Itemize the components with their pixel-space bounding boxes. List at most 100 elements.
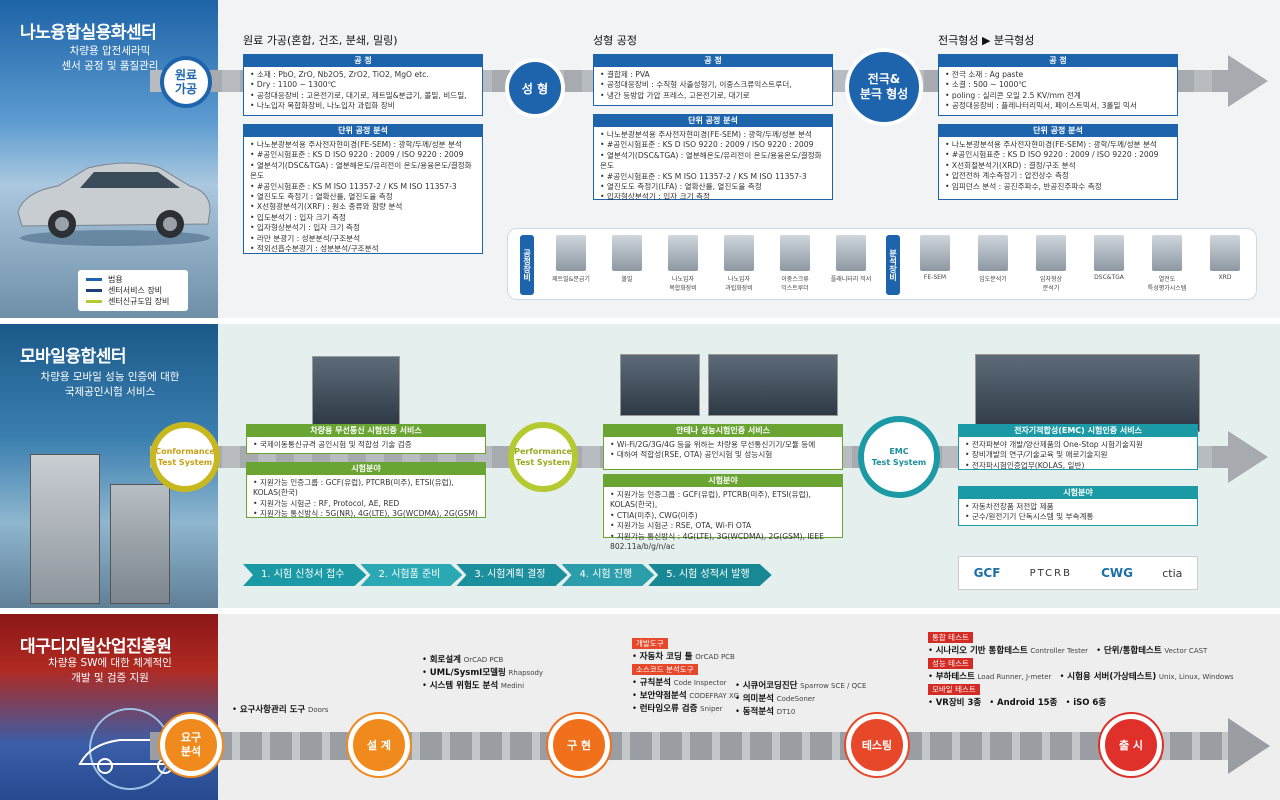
nano-sidebar: 나노융합실용화센터 차량용 압전세라믹 센서 공정 및 품질관리 범용 센터서비… bbox=[0, 0, 218, 318]
equipment-label: 플래니터리 믹서 bbox=[830, 276, 872, 283]
legend-label: 센터신규도입 장비 bbox=[108, 297, 170, 306]
equipment-label: DSC&TGA bbox=[1094, 274, 1124, 281]
box-header: 단위 공정 분석 bbox=[939, 125, 1177, 137]
list-item: 지원가능 통신방식 : 4G(LTE), 3G(WCDMA), 2G(GSM),… bbox=[610, 532, 836, 553]
list-item: 나노분광분석용 주사전자현미경(FE-SEM) : 광학/두께/성분 분석 bbox=[945, 140, 1171, 150]
equipment-item: DSC&TGA bbox=[1080, 235, 1138, 281]
test-field-box: 시험분야 지원가능 인증그룹 : GCF(유럽), PTCRB(미주), ETS… bbox=[603, 474, 843, 551]
equipment-image bbox=[978, 235, 1008, 271]
equipment-item: 입자형상 분석기 bbox=[1022, 235, 1080, 292]
box-header: 시험분야 bbox=[959, 487, 1197, 499]
legend-item: 센터서비스 장비 bbox=[86, 285, 180, 296]
equipment-item: 나노입자 복합화장비 bbox=[654, 235, 712, 292]
tag-mobile-test: 모바일 테스트 bbox=[928, 684, 980, 695]
process-step: 3. 시험계획 결정 bbox=[456, 564, 567, 586]
list-item: 냉간 등방압 가압 프레스, 고온전기로, 대기로 bbox=[600, 91, 826, 101]
equipment-image bbox=[1210, 235, 1240, 271]
list-item: 열진도도 측정기 : 열확산률, 열진도율 측정 bbox=[250, 192, 476, 202]
test-items: 통합 테스트 • 시나리오 기반 통합테스트 Controller Tester… bbox=[928, 632, 1234, 708]
equipment-label: 입도분석기 bbox=[979, 276, 1007, 283]
service-box: 전자기적합성(EMC) 시험인증 서비스 전자파분야 개발/양산제품의 One-… bbox=[958, 424, 1198, 470]
process-step: 2. 시험품 준비 bbox=[360, 564, 462, 586]
list-item: Wi-Fi/2G/3G/4G 등을 위하는 차량용 무선통신기기/모듈 등에 bbox=[610, 440, 836, 450]
box-header: 차량용 무선통신 시험인증 서비스 bbox=[247, 425, 485, 437]
process-step: 4. 시험 진행 bbox=[562, 564, 655, 586]
process-box: 공 정 소재 : PbO, ZrO, Nb2O5, ZrO2, TiO2, Mg… bbox=[243, 54, 483, 116]
tag-performance-test: 성능 테스트 bbox=[928, 658, 973, 669]
list-item: 지원가능 인증그룹 : GCF(유럽), PTCRB(미주), ETSI(유럽)… bbox=[253, 478, 479, 499]
chamber-photo bbox=[620, 354, 700, 416]
list-item: #공인시험표준 : KS D ISO 9220 : 2009 / ISO 922… bbox=[600, 140, 826, 150]
stage-circle-raw: 원료 가공 bbox=[160, 56, 212, 108]
equipment-item: 플래니터리 믹서 bbox=[822, 235, 880, 283]
box-header: 단위 공정 분석 bbox=[594, 115, 832, 127]
list-item: 적외선흡수분광기 : 성분분석/구조분석 bbox=[250, 244, 476, 254]
impl-items: 개발도구 • 자동차 코딩 툴 OrCAD PCB 소스코드 분석도구 • 규칙… bbox=[632, 638, 740, 714]
equipment-image bbox=[920, 235, 950, 271]
equipment-label: 열전도 특성평가시스템 bbox=[1147, 276, 1187, 292]
equipment-label: FE-SEM bbox=[923, 274, 947, 281]
equipment-item: 나노입자 과립화장비 bbox=[710, 235, 768, 292]
list-item: 공정대응장비 : 고온전기로, 대기로, 제트밀&분급기, 볼밀, 비드밀, bbox=[250, 91, 476, 101]
unit-analysis-box: 단위 공정 분석 나노분광분석용 주사전자현미경(FE-SEM) : 광학/두께… bbox=[938, 124, 1178, 200]
list-item: 결합제 : PVA bbox=[600, 70, 826, 80]
legend-label: 범용 bbox=[108, 275, 123, 284]
unit-analysis-box: 단위 공정 분석 나노분광분석용 주사전자현미경(FE-SEM) : 광학/두께… bbox=[593, 114, 833, 201]
service-box: 차량용 무선통신 시험인증 서비스 국제이동통신규격 공인시험 및 적합성 기술… bbox=[246, 424, 486, 454]
equipment-image bbox=[724, 235, 754, 271]
box-header: 공 정 bbox=[244, 55, 482, 67]
equipment-label: 볼밀 bbox=[621, 276, 633, 283]
box-header: 시험분야 bbox=[247, 463, 485, 475]
stage-circle-design: 설 계 bbox=[348, 714, 410, 776]
list-item: 소재 : PbO, ZrO, Nb2O5, ZrO2, TiO2, MgO et… bbox=[250, 70, 476, 80]
legend-label: 센터서비스 장비 bbox=[108, 286, 163, 295]
equipment-photo bbox=[312, 356, 400, 426]
list-item: 전극 소재 : Ag paste bbox=[945, 70, 1171, 80]
equipment-item: XRD bbox=[1196, 235, 1254, 281]
box-header: 안테나 성능시험인증 서비스 bbox=[604, 425, 842, 437]
box-header: 공 정 bbox=[939, 55, 1177, 67]
legend-item: 센터신규도입 장비 bbox=[86, 296, 180, 307]
list-item: 임피던스 분석 : 공진주파수, 반공진주파수 측정 bbox=[945, 182, 1171, 192]
test-field-box: 시험분야 지원가능 인증그룹 : GCF(유럽), PTCRB(미주), ETS… bbox=[246, 462, 486, 518]
emc-photo bbox=[975, 354, 1200, 432]
mobile-title: 모바일융합센터 bbox=[20, 347, 126, 367]
equipment-item: 열전도 특성평가시스템 bbox=[1138, 235, 1196, 292]
box-header: 단위 공정 분석 bbox=[244, 125, 482, 137]
process-box: 공 정 결합제 : PVA공정대응장비 : 수직형 사출성형기, 이중스크류익스… bbox=[593, 54, 833, 106]
list-item: CTIA(미주), CWG(미주) bbox=[610, 511, 836, 521]
list-item: 지원가능 시험군 : RF, Protocol, AE, RED bbox=[253, 499, 479, 509]
test-rack-image bbox=[110, 484, 170, 604]
legend-swatch bbox=[86, 289, 102, 292]
list-item: 열분석기(DSC&TGA) : 열분해온도/유리전이 온도/용융온도/결정화 온… bbox=[250, 161, 476, 182]
impl-items-right: • 시큐어코딩진단 Sparrow SCE / QCE • 의미분석 CodeS… bbox=[735, 681, 867, 717]
ptcrb-logo: PTCRB bbox=[1029, 567, 1072, 579]
list-item: 지원가능 시험군 : RSE, OTA, Wi-Fi OTA bbox=[610, 521, 836, 531]
box-header: 시험분야 bbox=[604, 475, 842, 487]
stage-circle-emc: EMC Test System bbox=[858, 416, 940, 498]
list-item: 나노분광분석용 주사전자현미경(FE-SEM) : 광학/두께/성분 분석 bbox=[600, 130, 826, 140]
equip-label-analysis: 분석장비 bbox=[886, 235, 900, 295]
stage-circle-release: 출 시 bbox=[1100, 714, 1162, 776]
equipment-image bbox=[836, 235, 866, 271]
legend-swatch bbox=[86, 300, 102, 303]
ctia-logo: ctia bbox=[1162, 566, 1183, 580]
list-item: 자동차전장품 저전압 제품 bbox=[965, 502, 1191, 512]
equipment-image bbox=[556, 235, 586, 271]
list-item: 압전전하 계수측정기 : 압전상수 측정 bbox=[945, 171, 1171, 181]
stage-circle-electrode: 전극& 분극 형성 bbox=[845, 48, 923, 126]
list-item: 나노입자 복합화장비, 나노입자 과립화 장비 bbox=[250, 101, 476, 111]
equipment-image bbox=[612, 235, 642, 271]
stage-circle-requirements: 요구 분석 bbox=[160, 714, 222, 776]
unit-analysis-box: 단위 공정 분석 나노분광분석용 주사전자현미경(FE-SEM) : 광학/두께… bbox=[243, 124, 483, 254]
antenna-photo bbox=[708, 354, 838, 416]
list-item: 지원가능 통신방식 : 5G(NR), 4G(LTE), 3G(WCDMA), … bbox=[253, 509, 479, 519]
tag-dev-tools: 개발도구 bbox=[632, 638, 668, 649]
nano-title: 나노융합실용화센터 bbox=[20, 23, 157, 43]
equipment-label: 나노입자 과립화장비 bbox=[725, 276, 753, 292]
equipment-item: 제트밀&분급기 bbox=[542, 235, 600, 283]
list-item: 전자파시험인증업무(KOLAS, 일반) bbox=[965, 461, 1191, 471]
req-item: • 요구사항관리 도구 Doors bbox=[232, 705, 329, 715]
arrow-head bbox=[1228, 431, 1268, 483]
list-item: 라만 분광기 : 성분분석/구조분석 bbox=[250, 234, 476, 244]
